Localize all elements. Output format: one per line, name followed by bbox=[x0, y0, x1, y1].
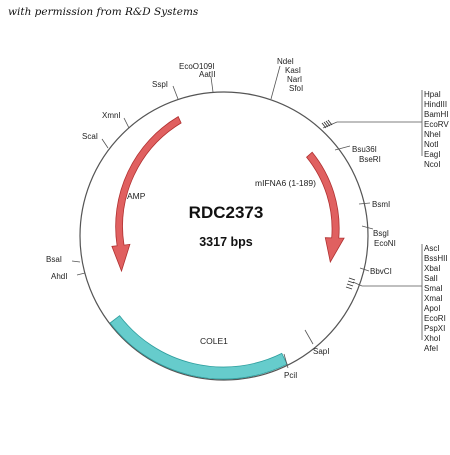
mcs1-column: HpaI HindIII BamHI EcoRV NheI NotI EagI … bbox=[424, 90, 449, 169]
mifna6-arrow bbox=[306, 151, 345, 264]
site-bbvci: BbvCI bbox=[370, 267, 392, 276]
cole1-label: COLE1 bbox=[200, 336, 228, 346]
site-nari: NarI bbox=[287, 75, 302, 84]
pcii-leader bbox=[283, 353, 289, 369]
site-sapi: SapI bbox=[313, 347, 329, 356]
site-scai: ScaI bbox=[82, 132, 98, 141]
site-aatii: AatII bbox=[199, 70, 215, 79]
site-hindiii: HindIII bbox=[424, 100, 447, 109]
plasmid-size: 3317 bps bbox=[199, 235, 253, 249]
ndei-leader bbox=[270, 65, 281, 100]
amp-arrow bbox=[111, 116, 182, 273]
plasmid-backbone bbox=[79, 91, 369, 381]
site-apoi: ApoI bbox=[424, 304, 440, 313]
bsu36i-leader bbox=[334, 145, 351, 151]
site-ecori: EcoRI bbox=[424, 314, 446, 323]
amp-label: AMP bbox=[127, 191, 146, 201]
site-ecoo109i: EcoO109I bbox=[179, 62, 215, 71]
site-bsmi: BsmI bbox=[372, 200, 390, 209]
site-smai: SmaI bbox=[424, 284, 443, 293]
cole1-feature bbox=[109, 315, 288, 380]
site-econi: EcoNI bbox=[374, 239, 396, 248]
site-bseri: BseRI bbox=[359, 155, 381, 164]
mcs2-ticks bbox=[345, 277, 356, 290]
site-bsshii: BssHII bbox=[424, 254, 448, 263]
xmni-leader bbox=[123, 117, 130, 129]
site-ndei: NdeI bbox=[277, 57, 294, 66]
site-sspi: SspI bbox=[152, 80, 168, 89]
site-asci: AscI bbox=[424, 244, 440, 253]
sapi-leader bbox=[304, 329, 314, 345]
site-ahdi: AhdI bbox=[51, 272, 67, 281]
sspi-leader bbox=[172, 85, 179, 100]
site-sali: SalI bbox=[424, 274, 438, 283]
site-bsgi: BsgI bbox=[373, 229, 389, 238]
site-sfoi: SfoI bbox=[289, 84, 303, 93]
mifna6-label: mIFNA6 (1-189) bbox=[255, 178, 316, 188]
site-afei: AfeI bbox=[424, 344, 438, 353]
site-kasi: KasI bbox=[285, 66, 301, 75]
site-xmai: XmaI bbox=[424, 294, 443, 303]
credit-text: with permission from R&D Systems bbox=[8, 6, 199, 18]
mcs2-leader bbox=[352, 281, 363, 287]
site-xbai: XbaI bbox=[424, 264, 440, 273]
aatii-leader bbox=[210, 76, 214, 93]
site-xmni: XmnI bbox=[102, 111, 121, 120]
bsgi-leader bbox=[361, 225, 374, 230]
site-pcii: PciI bbox=[284, 371, 297, 380]
site-bsai: BsaI bbox=[46, 255, 62, 264]
bsai-leader bbox=[71, 260, 81, 263]
site-eagi: EagI bbox=[424, 150, 440, 159]
scai-leader bbox=[101, 138, 109, 149]
bsmi-leader bbox=[358, 202, 371, 205]
bbvci-leader bbox=[359, 267, 370, 272]
site-ecorv: EcoRV bbox=[424, 120, 449, 129]
site-ncoi: NcoI bbox=[424, 160, 440, 169]
ahdi-leader bbox=[76, 272, 86, 276]
site-bsu36i: Bsu36I bbox=[352, 145, 377, 154]
site-bamhi: BamHI bbox=[424, 110, 448, 119]
site-nhei: NheI bbox=[424, 130, 441, 139]
site-hpai: HpaI bbox=[424, 90, 441, 99]
plasmid-name: RDC2373 bbox=[189, 203, 264, 222]
site-leaders bbox=[71, 65, 423, 369]
site-pspxi: PspXI bbox=[424, 324, 445, 333]
site-xhoi: XhoI bbox=[424, 334, 440, 343]
site-noti: NotI bbox=[424, 140, 439, 149]
mcs2-column: AscI BssHII XbaI SalI SmaI XmaI ApoI Eco… bbox=[424, 244, 448, 353]
mcs1-ticks bbox=[321, 119, 333, 129]
